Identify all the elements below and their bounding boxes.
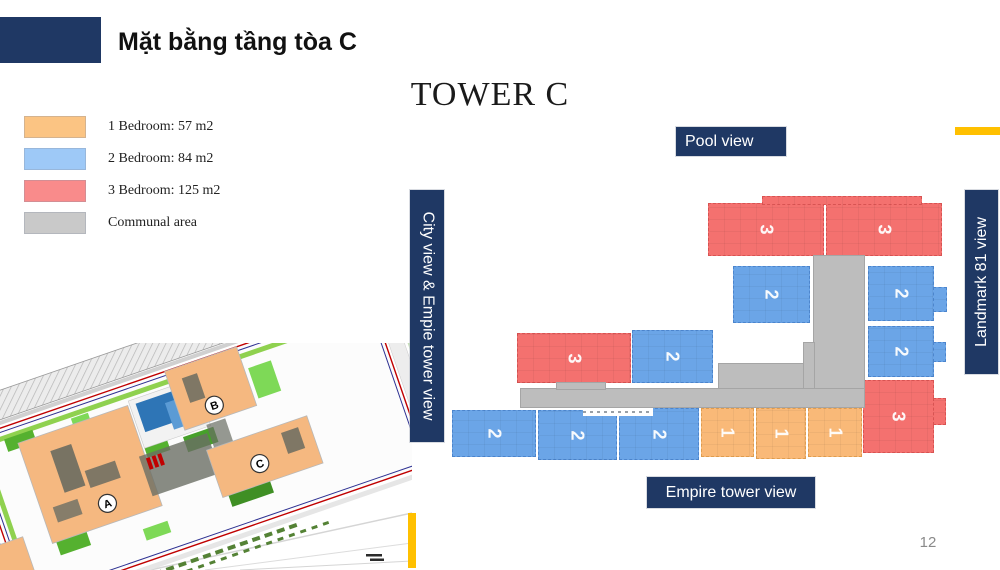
legend-label: 3 Bedroom: 125 m2: [108, 183, 221, 198]
site-plan-tilted-group: A B C E F: [0, 343, 412, 570]
unit-bed3: 3: [826, 203, 942, 256]
unit-bedroom-count: 1: [771, 428, 792, 439]
view-label-pool-text: Pool view: [685, 132, 754, 150]
unit-bed3: [933, 398, 946, 425]
legend-label: 2 Bedroom: 84 m2: [108, 151, 214, 166]
legend: 1 Bedroom: 57 m2 2 Bedroom: 84 m2 3 Bedroo…: [24, 116, 220, 244]
unit-bedroom-count: 2: [761, 289, 782, 300]
unit-bed2: [933, 287, 947, 312]
legend-swatch-communal: [24, 212, 86, 234]
legend-label: Communal area: [108, 215, 198, 230]
unit-bedroom-count: 3: [564, 352, 585, 364]
unit-bedroom-count: 2: [891, 346, 912, 357]
view-label-pool: Pool view: [676, 127, 786, 156]
legend-swatch-bed1: [24, 116, 86, 138]
corridor-segment: [520, 388, 865, 408]
corridor-segment: [813, 255, 865, 408]
legend-item-communal: Communal area: [24, 212, 220, 234]
unit-bed2: 2: [868, 266, 934, 321]
site-plan-image: A B C E F: [0, 343, 412, 570]
floorplan-lobby-strip: [583, 408, 653, 416]
unit-bedroom-count: 1: [825, 427, 846, 438]
title-accent-block: [0, 17, 101, 63]
site-plan-building-c: C: [254, 458, 265, 472]
legend-item-bed1: 1 Bedroom: 57 m2: [24, 116, 220, 138]
view-label-empire: Empire tower view: [647, 477, 815, 508]
corridor-segment: [556, 382, 606, 390]
yellow-accent-middle: [408, 513, 416, 568]
unit-bed1: 1: [808, 408, 862, 457]
tower-heading: TOWER C: [410, 76, 570, 113]
corridor-segment: [803, 342, 815, 408]
unit-bed1: 1: [756, 408, 806, 459]
unit-bedroom-count: 2: [484, 428, 505, 439]
view-label-empire-text: Empire tower view: [665, 483, 797, 501]
page-number: 12: [919, 534, 937, 551]
unit-bed1: 1: [701, 408, 754, 457]
view-label-city-text: City view & Empie tower view: [419, 211, 437, 421]
site-plan-building-a: A: [102, 497, 113, 511]
unit-bedroom-count: 1: [717, 427, 738, 438]
unit-bed3: [762, 196, 922, 205]
legend-item-bed3: 3 Bedroom: 125 m2: [24, 180, 220, 202]
unit-bed2: 2: [733, 266, 810, 323]
unit-bed3: 3: [708, 203, 824, 256]
view-label-landmark: Landmark 81 view: [965, 190, 998, 374]
unit-bedroom-count: 3: [874, 224, 895, 235]
unit-bedroom-count: 3: [888, 411, 909, 422]
unit-bedroom-count: 2: [662, 351, 683, 362]
unit-bed2: 2: [632, 330, 713, 383]
unit-bedroom-count: 3: [756, 224, 777, 235]
unit-bedroom-count: 2: [891, 288, 912, 299]
legend-swatch-bed3: [24, 180, 86, 202]
unit-bed2: 2: [868, 326, 934, 377]
unit-bed2: 2: [452, 410, 536, 457]
corridor-segment: [718, 363, 804, 408]
site-plan-building-b: B: [209, 399, 220, 413]
page-title: Mặt bằng tầng tòa C: [118, 28, 357, 56]
unit-bed3: 3: [517, 333, 631, 383]
legend-label: 1 Bedroom: 57 m2: [108, 119, 214, 134]
unit-bed3: 3: [863, 380, 934, 453]
unit-bedroom-count: 2: [567, 429, 588, 441]
unit-bed2: 2: [538, 410, 617, 460]
legend-swatch-bed2: [24, 148, 86, 170]
unit-bed2: [933, 342, 946, 362]
yellow-accent-top-right: [955, 127, 1000, 135]
legend-item-bed2: 2 Bedroom: 84 m2: [24, 148, 220, 170]
unit-bedroom-count: 2: [649, 428, 670, 440]
view-label-landmark-text: Landmark 81 view: [972, 217, 990, 347]
view-label-city: City view & Empie tower view: [410, 190, 444, 442]
